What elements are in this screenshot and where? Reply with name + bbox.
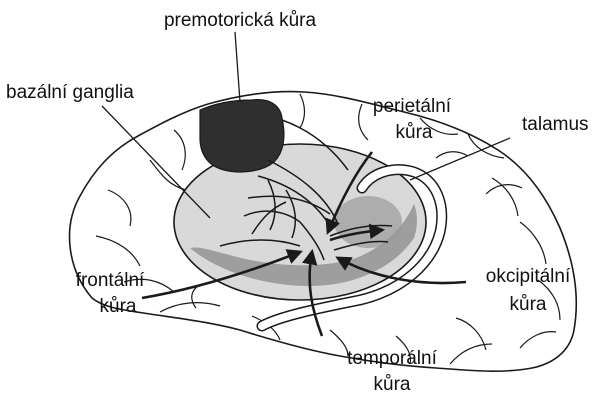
label-temporal-line1: temporální: [347, 348, 437, 369]
label-temporal-line2: kůra: [374, 374, 411, 395]
label-basal-ganglia: bazální ganglia: [6, 82, 134, 103]
label-frontal-line2: kůra: [100, 296, 137, 317]
label-premotor-cortex: premotorická kůra: [164, 10, 316, 31]
label-occipital-line2: kůra: [510, 294, 547, 315]
label-thalamus: talamus: [522, 114, 589, 135]
label-parietal-line2: kůra: [396, 122, 433, 143]
label-occipital-line1: okcipitální: [486, 266, 571, 287]
label-parietal-line1: perietální: [373, 96, 452, 117]
thalamus-body: [334, 196, 402, 248]
label-frontal-line1: frontální: [76, 270, 145, 291]
